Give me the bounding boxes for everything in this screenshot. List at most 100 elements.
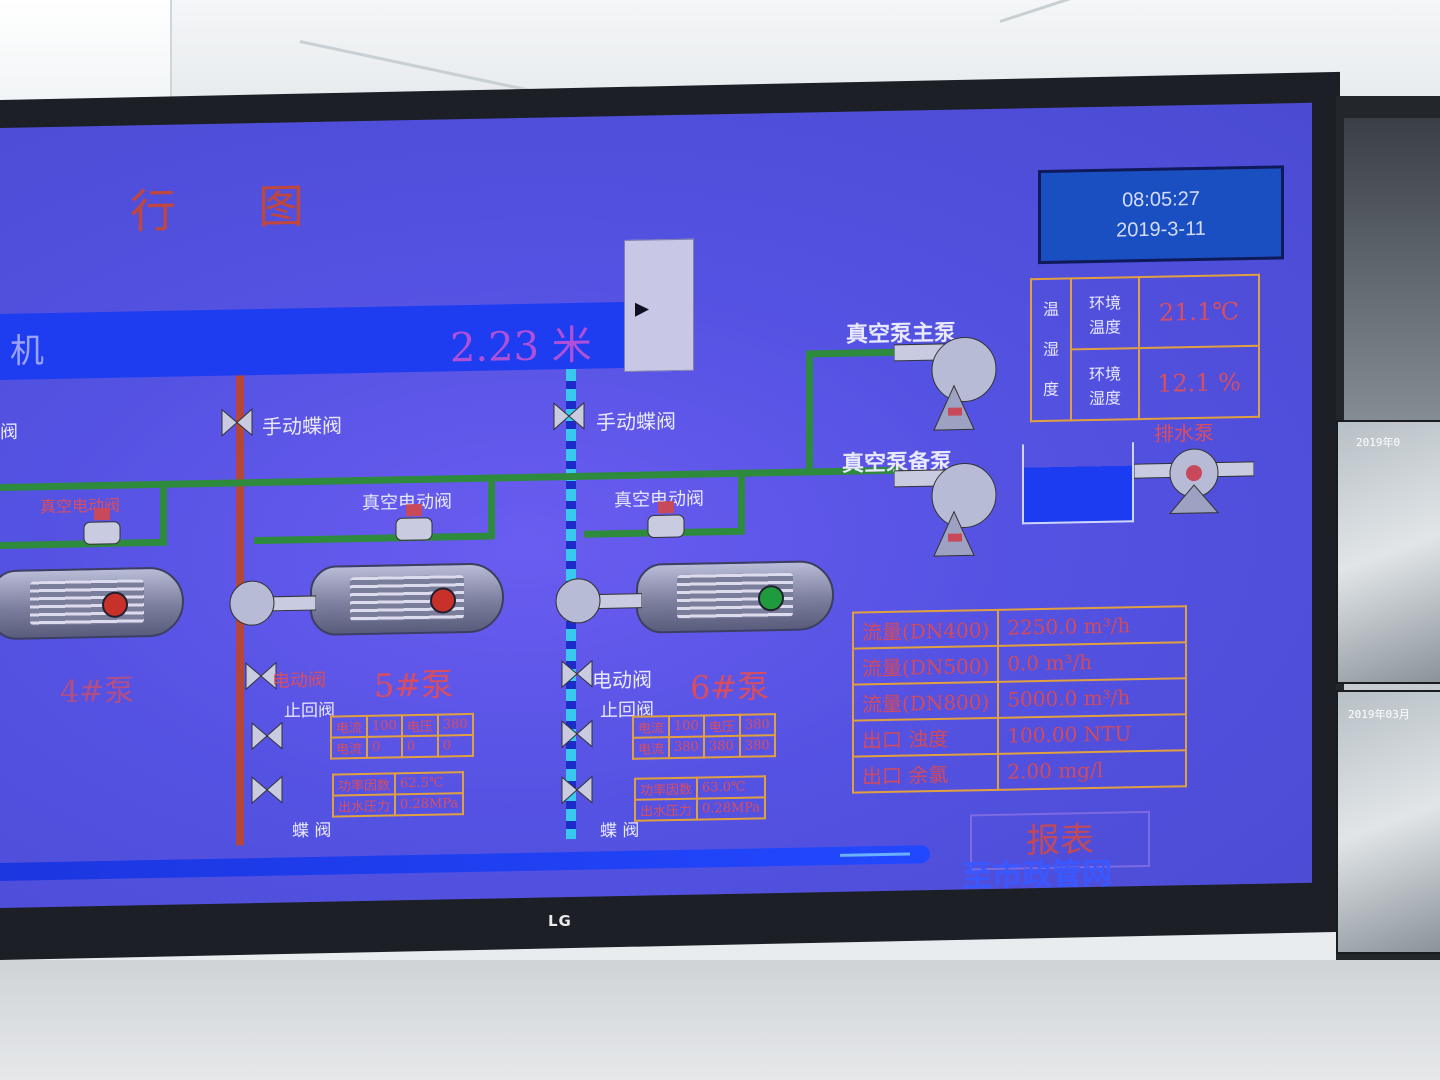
cell: 出水压力 [333,794,396,817]
table-row: 电流 100 电压 380 [331,713,473,738]
flow-label: 流量(DN800) [853,681,999,721]
electric-valve-icon[interactable] [560,657,594,692]
pump5-electric-table: 电流 100 电压 380 电流 0 0 0 [330,713,474,760]
cell: 电流 [331,715,368,738]
electric-valve-icon[interactable] [80,507,124,549]
flow-readings-table: 流量(DN400)2250.0 m³/h 流量(DN500)0.0 m³/h 流… [852,605,1187,793]
level-label: 机 [10,331,44,372]
drain-pump-label: 排水泵 [1154,420,1214,446]
valve-label: 手动蝶阀 [596,409,676,435]
table-row: 电流 380 380 380 [633,735,775,759]
cell: 63.0℃ [697,776,766,799]
env-side-char: 温 [1042,299,1059,319]
electric-valve-icon[interactable] [644,501,688,542]
check-valve-icon[interactable] [560,717,594,752]
temp-value: 21.1℃ [1139,274,1259,349]
level-pointer-icon [635,302,649,317]
flow-label: 流量(DN500) [853,645,999,685]
humidity-value: 12.1 % [1139,345,1259,420]
cell: 0 [437,734,473,757]
cell: 电流 [331,736,368,759]
cell: 380 [437,713,473,736]
flow-label: 出口 余氯 [853,753,999,793]
camera-tile-1[interactable]: 2019年0 [1336,420,1440,684]
cell: 电流 [633,716,670,738]
cell: 电压 [401,714,438,737]
butterfly-valve-icon[interactable] [250,773,284,808]
level-scale [624,238,694,373]
butterfly-valve-icon[interactable] [560,773,594,808]
branch-pipe [254,532,494,545]
branch-pipe [160,480,167,545]
flow-value: 0.0 m³/h [998,642,1187,682]
branch-pipe [488,474,495,539]
flow-label: 出口 浊度 [853,717,999,757]
cell: 0.28MPa [395,793,464,816]
camera-timestamp: 2019年0 [1356,436,1401,449]
flow-value: 5000.0 m³/h [998,678,1187,718]
level-value: 2.23 米 [450,322,592,372]
outlet-pipe [0,845,930,881]
cell: 62.5℃ [395,772,464,795]
check-valve-icon[interactable] [250,719,284,754]
env-side-char: 度 [1042,379,1059,399]
pump5-label: 5#泵 [374,665,454,705]
scada-screen: 行 图 机 2.23 米 08:05:27 2019-3-11 温 湿 度 环境… [0,102,1312,909]
drain-pump-icon[interactable] [1134,444,1254,516]
page-title-fragment: 图 [258,179,304,235]
vacuum-pump-icon[interactable] [894,461,1004,559]
cell: 100 [367,715,402,737]
valve-label: 阀 [0,421,18,443]
table-row: 功率因数 63.0℃ [635,776,766,800]
pump5-volute-icon [229,580,316,626]
cell: 0.28MPa [697,797,766,820]
cell: 功率因数 [635,777,698,800]
table-row: 电流 100 电压 380 [633,714,775,738]
pump4-label: 4#泵 [60,673,135,710]
env-side-label: 温 湿 度 [1031,278,1071,422]
cell: 0 [401,735,438,758]
table-row: 电流 0 0 0 [331,734,473,759]
vacuum-top-pipe [806,348,901,358]
cell: 380 [669,736,704,759]
cell: 0 [367,736,402,758]
cell: 电压 [703,714,740,737]
pump5-status-table: 功率因数 62.5℃ 出水压力 0.28MPa [332,771,464,818]
vacuum-pump-icon[interactable] [894,335,1004,433]
cell: 出水压力 [635,798,698,821]
env-side-char: 湿 [1042,339,1059,359]
electric-valve-icon[interactable] [392,503,436,545]
clock-date: 2019-3-11 [1116,217,1206,242]
flow-value: 2250.0 m³/h [998,606,1187,646]
pump5-motor[interactable] [310,562,504,637]
pump6-motor[interactable] [636,559,834,634]
camera-tile-2[interactable]: 2019年03月 [1336,690,1440,954]
monitor-brand-logo: LG [548,912,572,930]
pump4-motor[interactable] [0,566,184,641]
flow-value: 100.00 NTU [998,714,1187,754]
butterfly-valve-icon[interactable] [220,405,254,440]
pump6-electric-table: 电流 100 电压 380 电流 380 380 380 [632,713,776,760]
clock-time: 08:05:27 [1122,187,1200,212]
pump6-status-table: 功率因数 63.0℃ 出水压力 0.28MPa [634,775,766,822]
cell: 功率因数 [333,773,396,796]
pump6-volute-icon [555,578,642,624]
camera-timestamp: 2019年03月 [1348,708,1410,721]
valve-label: 蝶 阀 [292,820,332,842]
temp-label: 环境 温度 [1071,277,1139,350]
table-row: 功率因数 62.5℃ [333,772,464,796]
butterfly-valve-icon[interactable] [552,399,586,434]
page-title-fragment: 行 [130,183,176,239]
electric-valve-icon[interactable] [244,659,278,694]
flow-value: 2.00 mg/l [998,750,1187,790]
table-row: 出水压力 0.28MPa [635,797,766,821]
vacuum-riser-pipe [806,350,813,475]
cell: 380 [739,735,775,757]
cell: 380 [739,714,775,736]
valve-label: 止回阀 [284,700,335,722]
desk-surface [0,960,1440,1080]
pump6-label: 6#泵 [690,667,770,707]
drain-tank [1022,442,1134,525]
environment-table: 温 湿 度 环境 温度 21.1℃ 环境 湿度 12.1 % [1030,274,1260,422]
